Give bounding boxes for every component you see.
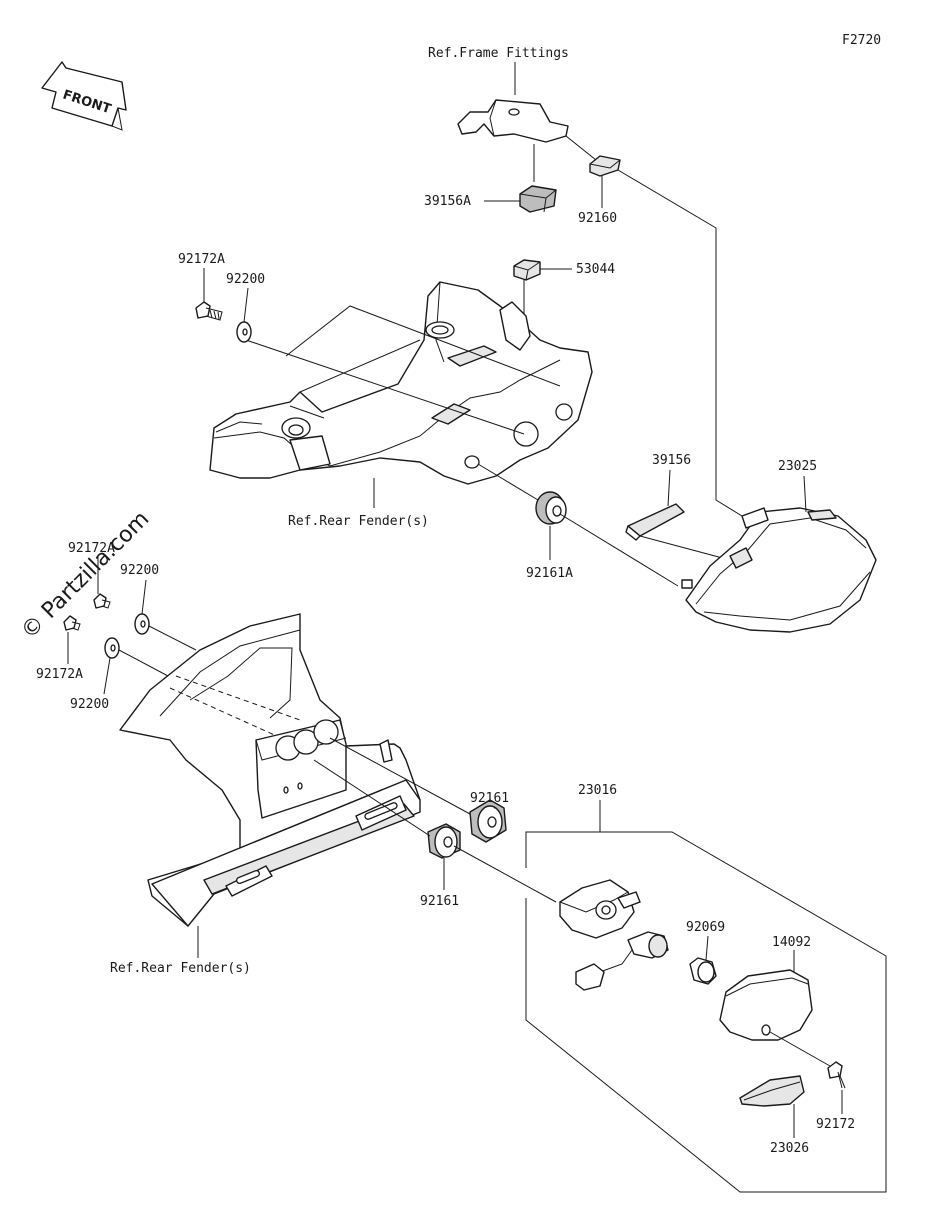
part-92069-bulb	[689, 957, 717, 985]
part-39156	[625, 503, 685, 541]
label-92172A-low: 92172A	[36, 667, 83, 682]
label-14092: 14092	[772, 935, 811, 950]
part-53044	[513, 259, 541, 281]
part-23025-tail-lamp	[681, 507, 877, 633]
part-92172-screw	[827, 1061, 846, 1089]
part-23016-license-lamp	[559, 879, 669, 991]
label-92172A-mid: 92172A	[68, 541, 115, 556]
label-92200-top: 92200	[226, 272, 265, 287]
part-92200-low	[104, 637, 120, 659]
part-92200-mid	[134, 613, 150, 635]
part-92200-top	[236, 321, 252, 343]
label-39156A: 39156A	[424, 194, 471, 209]
label-92160: 92160	[578, 211, 617, 226]
label-92172A-top: 92172A	[178, 252, 225, 267]
label-92069: 92069	[686, 920, 725, 935]
label-53044: 53044	[576, 262, 615, 277]
part-23026-lens	[739, 1075, 805, 1107]
part-92161A	[535, 491, 567, 525]
part-92172A-low	[63, 615, 81, 631]
part-92172A-top	[195, 301, 223, 321]
label-92161A: 92161A	[526, 566, 573, 581]
label-92161-lower: 92161	[420, 894, 459, 909]
part-92172A-mid	[93, 593, 111, 609]
label-23016: 23016	[578, 783, 617, 798]
ref-rear-fender-lower-label: Ref.Rear Fender(s)	[110, 961, 251, 976]
label-23026: 23026	[770, 1141, 809, 1156]
label-39156: 39156	[652, 453, 691, 468]
label-23025: 23025	[778, 459, 817, 474]
upper-rear-fender	[209, 281, 593, 485]
lower-rear-fender	[119, 613, 421, 927]
frame-fitting-bracket	[457, 99, 569, 143]
part-92161-lower	[427, 823, 461, 859]
label-92172: 92172	[816, 1117, 855, 1132]
part-14092-cover	[719, 969, 813, 1041]
label-92161-upper: 92161	[470, 791, 509, 806]
label-92200-mid: 92200	[120, 563, 159, 578]
part-39156A	[519, 185, 557, 213]
ref-frame-fittings-label: Ref.Frame Fittings	[428, 46, 569, 61]
diagram-code: F2720	[842, 33, 881, 48]
part-92161-upper	[469, 799, 507, 843]
front-arrow-icon: FRONT	[41, 61, 127, 131]
label-92200-low: 92200	[70, 697, 109, 712]
ref-rear-fender-upper-label: Ref.Rear Fender(s)	[288, 514, 429, 529]
